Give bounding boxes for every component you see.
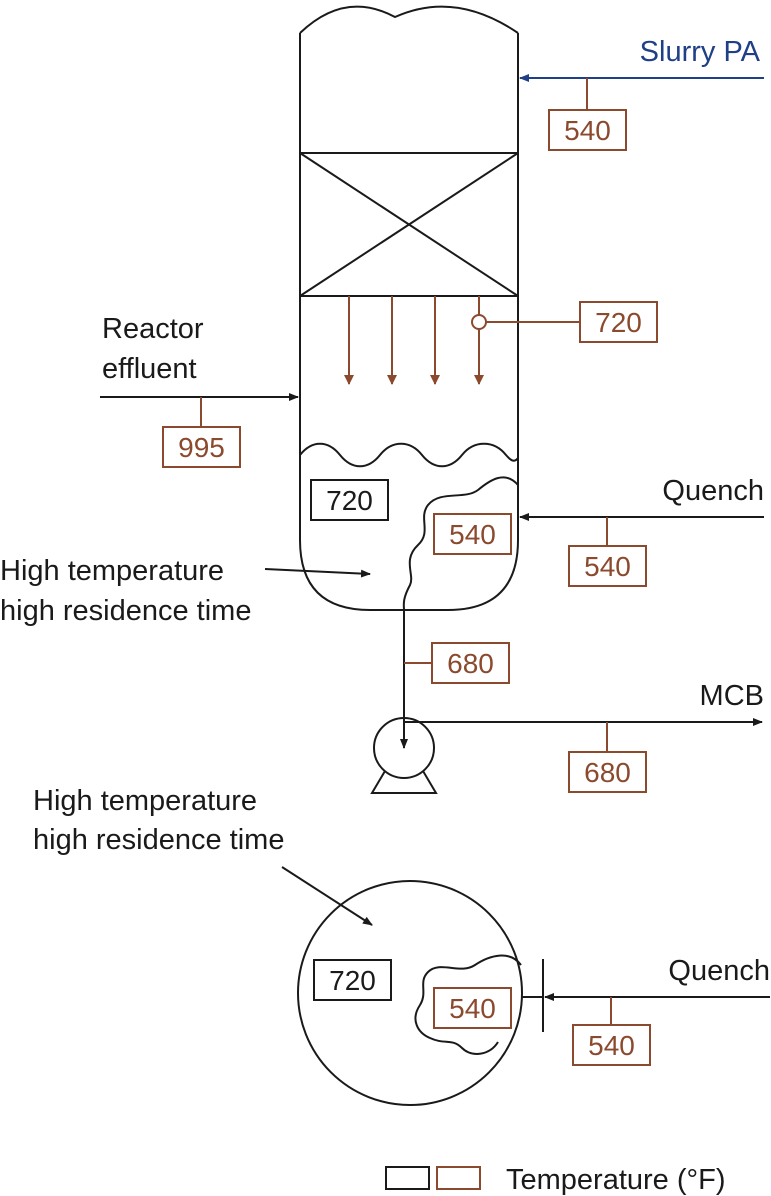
quench-label-2: Quench <box>668 955 770 987</box>
temp-box-drum-hot: 720 <box>313 959 392 1001</box>
annotation-column-bottom: High temperature high residence time <box>0 555 371 627</box>
packed-bed <box>299 152 519 297</box>
temp-value-drum-hot: 720 <box>329 965 376 996</box>
high-residence-label-1: high residence time <box>0 595 251 627</box>
annotation-drum: High temperature high residence time <box>33 785 373 926</box>
legend-swatch-brown <box>436 1166 481 1190</box>
legend-label: Temperature (°F) <box>506 1164 725 1196</box>
effluent-label: effluent <box>102 353 197 385</box>
temperature-probe <box>471 314 487 330</box>
temp-value-column-quench: 540 <box>449 519 496 550</box>
reactor-effluent-stream: Reactor effluent <box>100 313 299 427</box>
drum-shell <box>297 880 523 1106</box>
horizontal-drum <box>297 880 544 1106</box>
quench-label: Quench <box>662 475 764 507</box>
temp-box-column-hot: 720 <box>310 479 389 521</box>
reactor-label: Reactor <box>102 313 204 345</box>
mcb-stream: MCB <box>404 680 764 752</box>
column-quench-zone <box>402 476 519 611</box>
temp-box-mcb: 680 <box>568 751 647 793</box>
temperature-boxes: 540 720 995 720 540 540 680 <box>162 109 658 1066</box>
legend: Temperature (°F) <box>385 1164 725 1196</box>
temp-box-reactor-effluent: 995 <box>162 426 241 468</box>
legend-swatch-black <box>385 1166 430 1190</box>
temp-value-reactor-effluent: 995 <box>178 432 225 463</box>
drum-quench-stream: Quench <box>544 955 770 1025</box>
column-top-break <box>299 5 519 34</box>
slurry-pa-label: Slurry PA <box>640 36 761 68</box>
temp-value-drum-quench: 540 <box>449 993 496 1024</box>
slurry-pa-stream: Slurry PA <box>519 36 764 110</box>
temp-box-drum-quench: 540 <box>433 987 512 1029</box>
temp-box-slurry-pa: 540 <box>548 109 627 151</box>
pump <box>370 717 438 794</box>
quench-stream: Quench <box>519 475 764 546</box>
high-temp-label-1: High temperature <box>0 555 224 587</box>
temp-box-quench-in: 540 <box>568 545 647 587</box>
liquid-distribution <box>344 296 580 385</box>
temp-value-top-draw: 720 <box>595 307 642 338</box>
pump-base <box>370 770 438 794</box>
temp-box-drum-quench-in: 540 <box>572 1024 651 1066</box>
packed-bed-cross-2 <box>299 152 519 297</box>
temp-value-bottoms: 680 <box>447 648 494 679</box>
high-temp-label-2: High temperature <box>33 785 257 817</box>
temp-box-bottoms: 680 <box>431 642 510 684</box>
mcb-label: MCB <box>700 680 764 712</box>
temp-value-quench-in: 540 <box>584 551 631 582</box>
temp-value-slurry-pa: 540 <box>564 115 611 146</box>
temp-value-column-hot: 720 <box>326 485 373 516</box>
column-bottom-head <box>299 539 519 611</box>
temp-value-drum-quench-in: 540 <box>588 1030 635 1061</box>
drum-quench-zone <box>414 954 522 1055</box>
fractionator-column <box>299 5 519 611</box>
liquid-level <box>299 442 519 468</box>
temp-box-top-draw: 720 <box>579 301 658 343</box>
temp-value-mcb: 680 <box>584 757 631 788</box>
temp-box-column-quench: 540 <box>433 513 512 555</box>
high-residence-label-2: high residence time <box>33 824 284 856</box>
